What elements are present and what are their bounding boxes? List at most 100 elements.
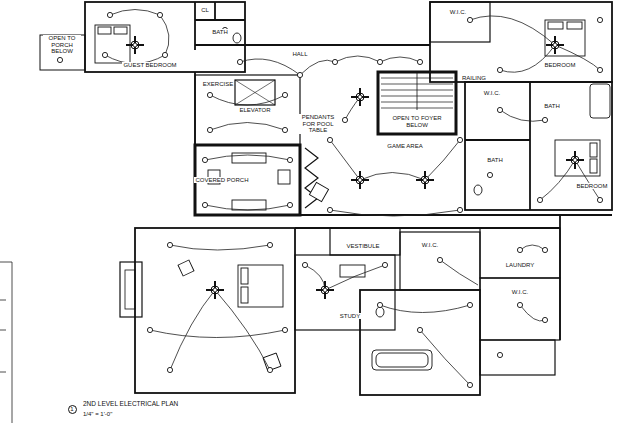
wiring: [540, 160, 575, 200]
walls: [480, 340, 555, 375]
recessed-lights: [497, 107, 502, 112]
furniture: [232, 200, 266, 210]
wiring: [205, 205, 290, 210]
recessed-lights: [537, 197, 542, 202]
walls: [245, 44, 430, 46]
furniture: [232, 153, 266, 163]
walls: [559, 215, 561, 340]
recessed-lights: [302, 262, 307, 267]
room-label: VESTIBULE: [345, 243, 380, 250]
recessed-lights: [342, 117, 347, 122]
wiring: [110, 10, 160, 16]
walls: [40, 2, 612, 395]
room-label: STUDY: [339, 313, 361, 320]
walls: [195, 75, 300, 145]
wiring: [470, 16, 555, 45]
recessed-lights: [542, 317, 547, 322]
wiring: [425, 140, 460, 180]
wiring: [575, 160, 600, 200]
walls: [480, 228, 560, 278]
furniture: [178, 260, 194, 276]
recessed-lights: [207, 92, 212, 97]
recessed-lights: [497, 352, 502, 357]
recessed-lights: [327, 207, 332, 212]
recessed-lights: [267, 242, 272, 247]
walls: [195, 19, 245, 21]
recessed-lights: [157, 12, 162, 17]
walls: [85, 2, 245, 72]
recessed-lights: [167, 367, 172, 372]
walls: [40, 35, 85, 70]
wiring: [330, 210, 460, 216]
furniture: [548, 22, 563, 29]
stair: [378, 72, 456, 134]
furniture: [372, 350, 432, 370]
furniture: [340, 265, 365, 277]
wiring: [520, 245, 545, 250]
furniture: [474, 185, 482, 195]
furniture: [278, 170, 290, 184]
ceiling-fans: [416, 171, 434, 189]
walls: [330, 228, 400, 255]
walls: [135, 228, 295, 393]
walls: [430, 2, 490, 42]
room-label: W.I.C.: [449, 9, 467, 16]
room-label: OPEN TO PORCH BELOW: [43, 35, 81, 55]
furniture: [241, 268, 248, 284]
wiring: [240, 59, 300, 75]
recessed-lights: [467, 382, 472, 387]
room-label: LAUNDRY: [505, 262, 536, 269]
wiring: [210, 123, 285, 131]
recessed-lights: [467, 17, 472, 22]
walls: [465, 139, 530, 141]
wiring: [105, 10, 600, 386]
recessed-lights: [542, 247, 547, 252]
room-label: CL: [200, 7, 210, 14]
room-label: BEDROOM: [543, 62, 576, 69]
furniture: [238, 265, 283, 307]
furniture: [95, 20, 610, 371]
room-label: 1/4" = 1'-0": [82, 411, 113, 418]
recessed-lights: [517, 302, 522, 307]
room-label: PENDANTS FOR POOL TABLE: [297, 114, 339, 134]
walls: [295, 255, 395, 330]
title-block: [0, 330, 6, 331]
wiring: [380, 57, 420, 62]
wiring: [330, 140, 360, 180]
furniture: [98, 27, 111, 34]
recessed-lights: [287, 157, 292, 162]
title-block: [0, 262, 12, 263]
recessed-lights: [167, 242, 172, 247]
recessed-lights: [287, 202, 292, 207]
ceiling-fans: [351, 88, 369, 106]
room-label: OPEN TO FOYER BELOW: [386, 115, 448, 128]
ceiling-fans: [566, 151, 584, 169]
wiring: [305, 265, 325, 290]
title-block: [0, 262, 12, 423]
room-label: W.I.C.: [511, 289, 529, 296]
walls: [195, 145, 300, 215]
ceiling-fans: [351, 171, 369, 189]
furniture: [233, 33, 241, 43]
recessed-lights: [107, 12, 112, 17]
recessed-lights: [162, 52, 167, 57]
wiring: [420, 330, 470, 385]
recessed-lights: [517, 247, 522, 252]
wiring: [335, 56, 380, 62]
ceiling-fans: [316, 281, 334, 299]
furniture: [376, 307, 384, 317]
walls: [120, 262, 142, 317]
recessed-lights: [437, 257, 442, 262]
recessed-lights: [282, 92, 287, 97]
wiring: [360, 173, 425, 181]
furniture: [590, 84, 610, 118]
ceiling-fans: [546, 36, 564, 54]
room-label: BATH: [543, 103, 561, 110]
room-label: GUEST BEDROOM: [122, 62, 177, 69]
ceiling-fans: [126, 36, 144, 54]
title-block: [12, 262, 13, 423]
recessed-lights: [457, 207, 462, 212]
recessed-lights: [202, 157, 207, 162]
recessed-lights: [377, 59, 382, 64]
